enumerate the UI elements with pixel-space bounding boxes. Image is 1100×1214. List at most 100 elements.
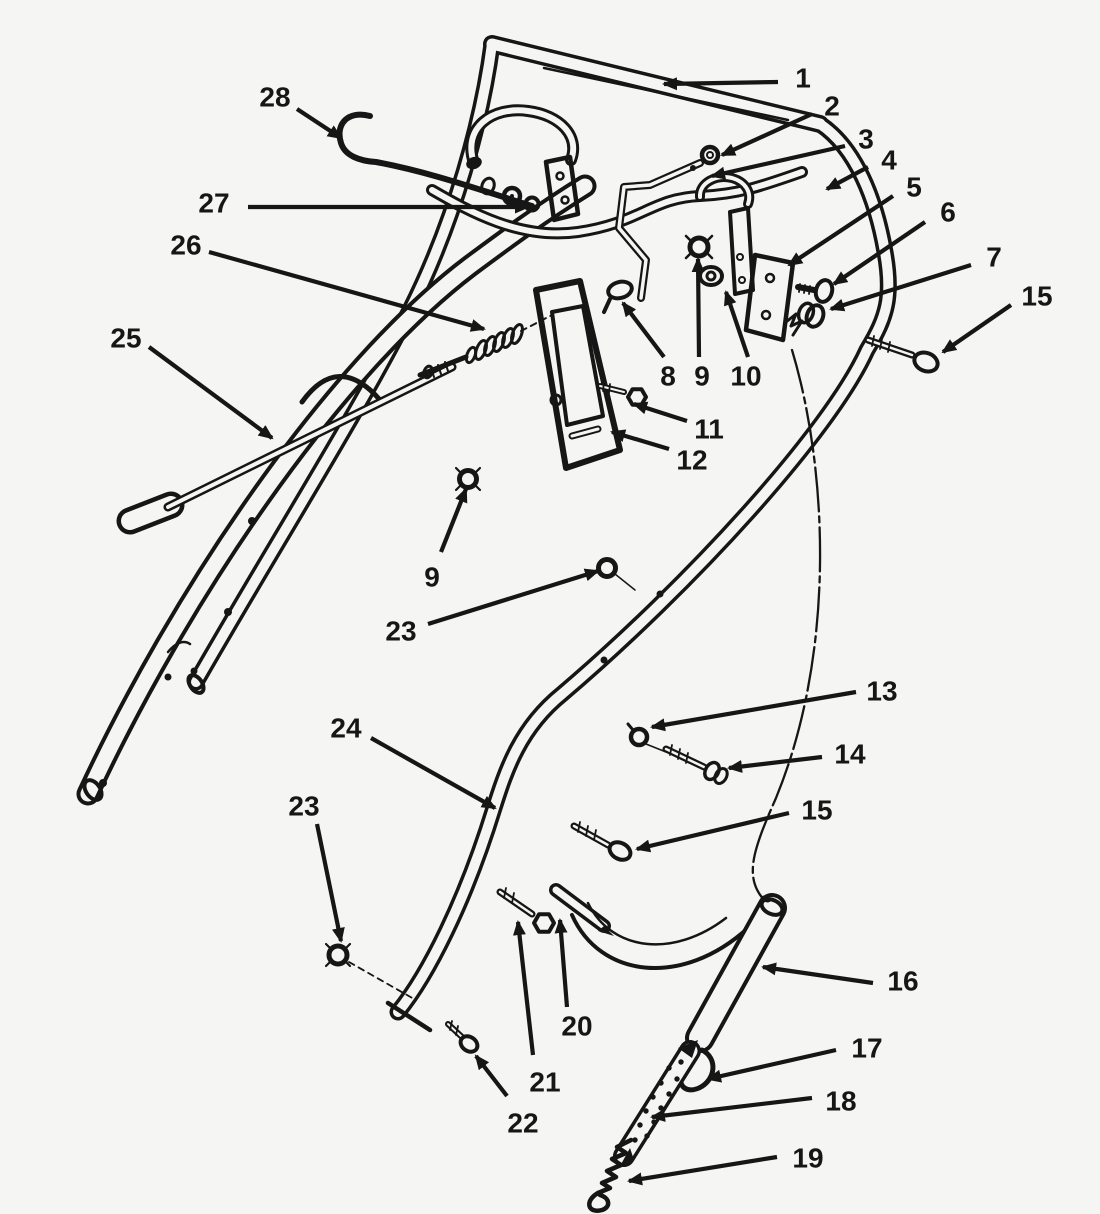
pivot-bolt-head [501,185,523,207]
callout-label-10-14: 10 [730,361,761,392]
tube-hole [99,779,107,787]
callout-leader-23-23 [314,823,345,943]
carriage-screw-head [606,279,634,301]
callout-leader-26-10 [208,249,486,332]
callout-leader-12-16 [610,429,670,452]
callout-label-13-19: 13 [866,676,897,707]
callout-label-3-2: 3 [858,124,874,155]
brake-cable [751,348,822,904]
callout-leader-5-4 [787,194,895,267]
spring-rod [417,354,469,378]
spring-coils [595,1137,634,1196]
callout-leader-19-30 [627,1154,778,1186]
callout-label-5-4: 5 [906,172,922,203]
clamp-plate [543,154,581,223]
spring-end-hook [587,1190,611,1213]
screw-shank [795,284,817,293]
callout-label-25-11: 25 [110,323,141,354]
callout-leader-17-26 [706,1047,837,1083]
spacer [480,176,496,196]
extension-spring-19 [587,1137,634,1213]
compression-spring [417,314,553,380]
bolt-21-head [532,912,556,934]
callout-label-27-9: 27 [198,188,229,219]
callout-label-26-10: 26 [170,230,201,261]
front-loop [465,104,580,170]
bracket-outline [533,278,623,471]
bracket-hole [549,393,563,407]
callout-label-7-6: 7 [986,242,1002,273]
sleeve-tube-16 [685,893,787,1053]
bushing [698,265,724,287]
mount-bracket [480,154,634,471]
callout-leader-1-0 [662,77,779,91]
hex-nut [699,144,721,166]
latch-plate [743,252,796,343]
spring-strap-18 [613,1040,701,1167]
leg-rivet-hole [656,590,664,598]
sleeve-end [759,897,785,917]
callout-leader-10-14 [724,290,750,358]
left-leg-hole [190,667,198,675]
link-plate [728,206,755,296]
callout-label-28-8: 28 [259,82,290,113]
tube-hole [224,608,232,616]
callout-leader-13-19 [650,689,857,732]
callout-leader-23-18 [427,568,600,627]
callout-label-21-27: 21 [529,1067,560,1098]
bail-rod [336,111,535,209]
callout-label-11-15: 11 [694,414,724,445]
callout-leader-3-2 [710,143,846,180]
callout-label-22-29: 22 [507,1108,538,1139]
callout-label-15-21: 15 [801,795,832,826]
callout-leader-7-6 [829,262,972,312]
callout-leader-18-28 [650,1095,813,1122]
lower-tube-end-cap [82,778,104,802]
bolt-15b-head [607,840,633,862]
callout-leader-15-21 [635,810,790,853]
tube-hole [164,673,172,681]
bolt-15a-head [912,350,940,374]
screw-head [813,278,835,304]
cable-break-mark [784,312,804,337]
callout-label-1-0: 1 [795,63,811,94]
callout-label-20-25: 20 [561,1011,592,1042]
callout-leader-22-29 [474,1054,509,1098]
pivot-parts [615,144,835,343]
callout-label-2-1: 2 [824,91,840,122]
callout-leader-9-17 [439,487,468,553]
front-loop-end [466,156,482,170]
bolt-22-head [458,1034,480,1054]
push-nut-13 [628,726,650,748]
callout-leader-4-3 [825,165,869,191]
lower-handle-left-tube [76,174,597,806]
control-rod [116,361,457,535]
washer [690,165,696,171]
callout-leader-21-27 [512,920,536,1056]
flange-nut [687,235,711,259]
fasteners [324,335,940,1054]
callout-label-8-12: 8 [660,361,676,392]
callout-label-24-22: 24 [330,713,362,744]
right-leg-end-cut [385,1000,433,1033]
flange-nut-9 [457,468,479,490]
tube-hump-brace [299,374,383,405]
callout-label-18-28: 18 [825,1086,856,1117]
callout-label-16-24: 16 [887,966,918,997]
callout-label-23-23: 23 [288,791,319,822]
callout-leader-20-25 [554,918,570,1008]
left-leg-end-cap [186,673,206,695]
leg-rivet-hole [600,656,608,664]
callout-leader-16-24 [761,962,874,986]
callout-label-19-30: 19 [792,1143,823,1174]
upper-handle [186,35,897,1033]
callout-leader-14-20 [727,754,823,773]
callout-leader-24-22 [369,736,497,810]
flange-nut-23 [596,557,618,579]
callout-leader-6-5 [832,220,927,286]
callout-label-17-26: 17 [851,1033,882,1064]
cable-guide-hook [166,640,192,654]
